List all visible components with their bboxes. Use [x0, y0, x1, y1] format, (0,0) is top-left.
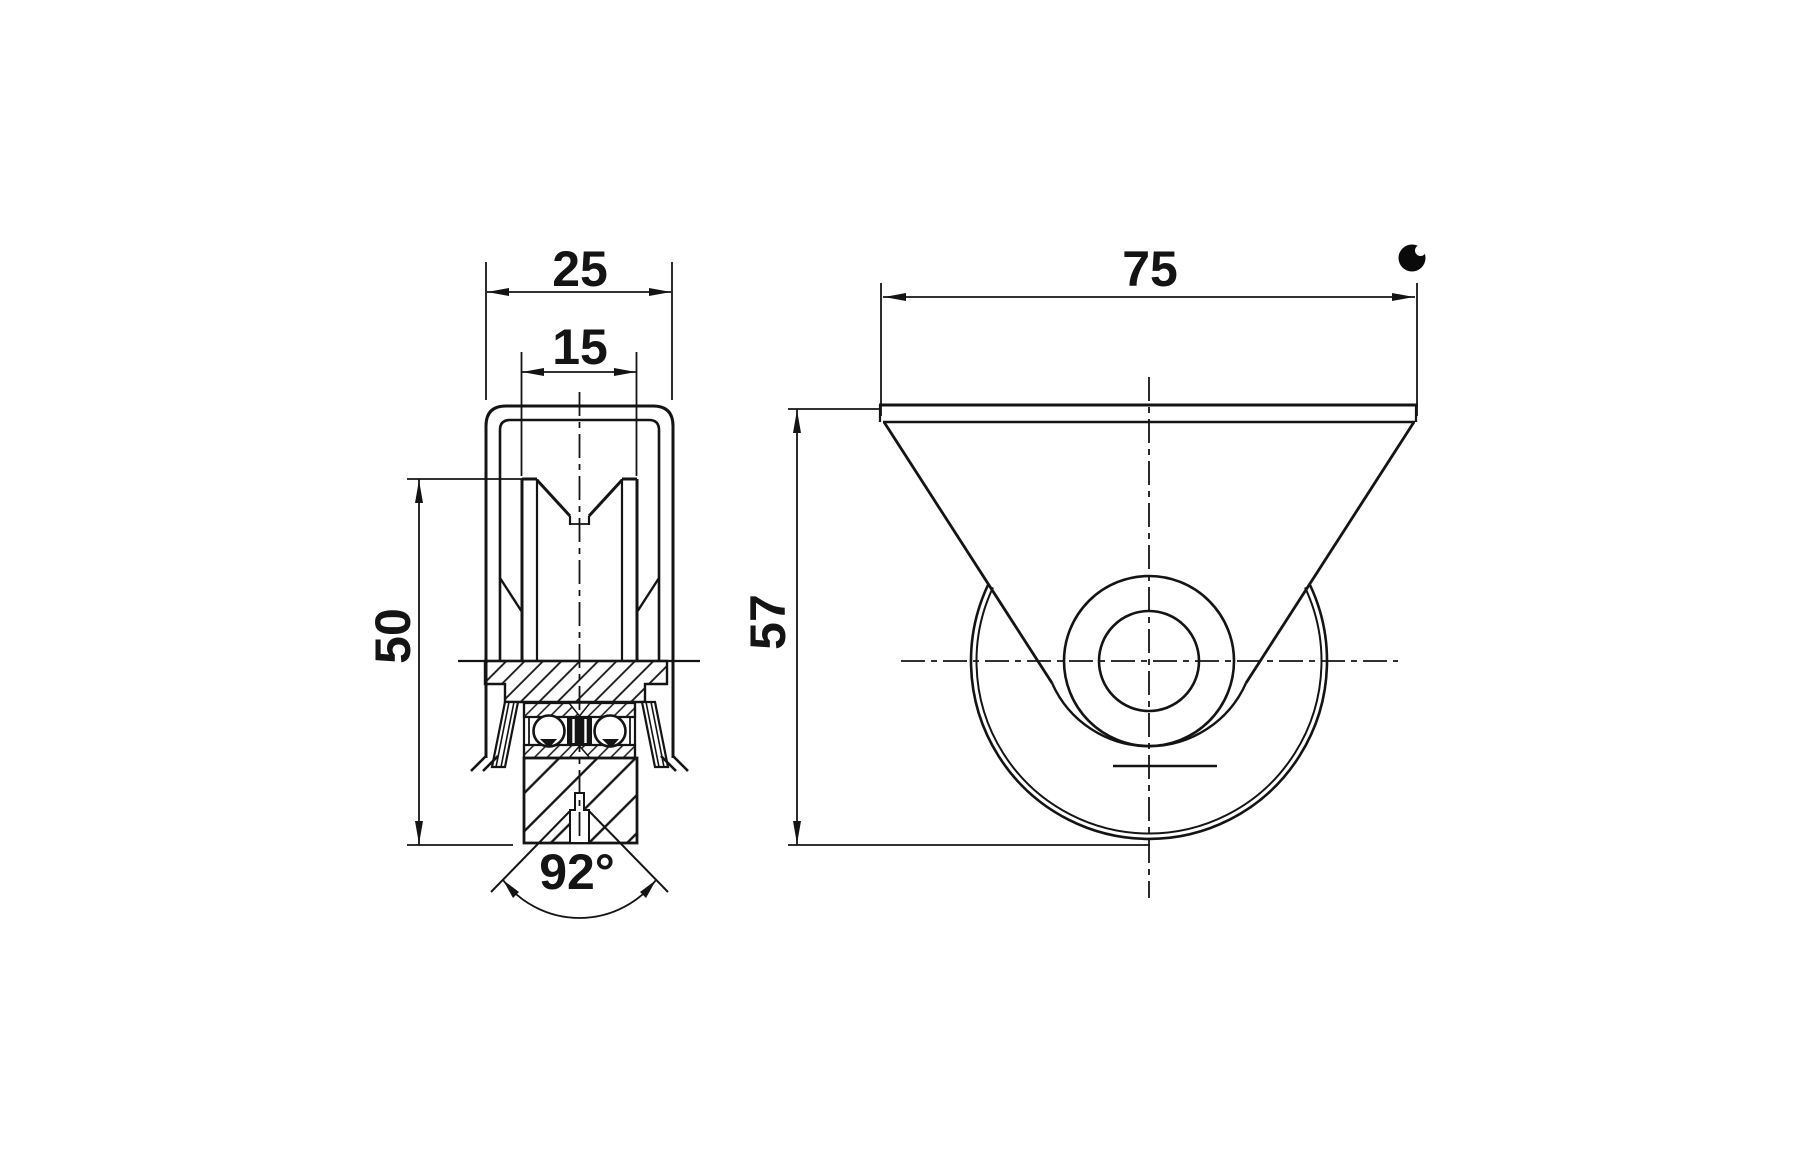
dim-wheel-diameter: 50 [365, 478, 535, 846]
axle-boss-section [522, 756, 639, 845]
dim-label-wheel-width: 15 [552, 319, 608, 375]
dim-overall-height: 57 [740, 408, 1150, 846]
side-plate [882, 421, 1416, 684]
side-section-view [458, 392, 700, 845]
dim-label-groove-angle: 92° [539, 844, 615, 900]
right-bent-tab [640, 700, 670, 769]
dim-label-wheel-diameter: 50 [365, 608, 421, 664]
dim-plate-width: 75 [880, 241, 1418, 416]
dim-label-overall-height: 57 [740, 594, 796, 650]
logo-fragment-icon [1398, 244, 1426, 272]
dim-groove-angle: 92° [490, 810, 669, 919]
dim-wheel-width: 15 [520, 319, 638, 476]
clamp-plate-section [483, 659, 669, 704]
wheel-section [498, 477, 661, 661]
left-bent-tab [490, 700, 520, 769]
front-view [878, 377, 1418, 898]
dim-bracket-width: 25 [485, 241, 673, 400]
dim-label-bracket-width: 25 [552, 241, 608, 297]
bearing-balls [532, 714, 627, 748]
dim-label-plate-width: 75 [1122, 241, 1178, 297]
